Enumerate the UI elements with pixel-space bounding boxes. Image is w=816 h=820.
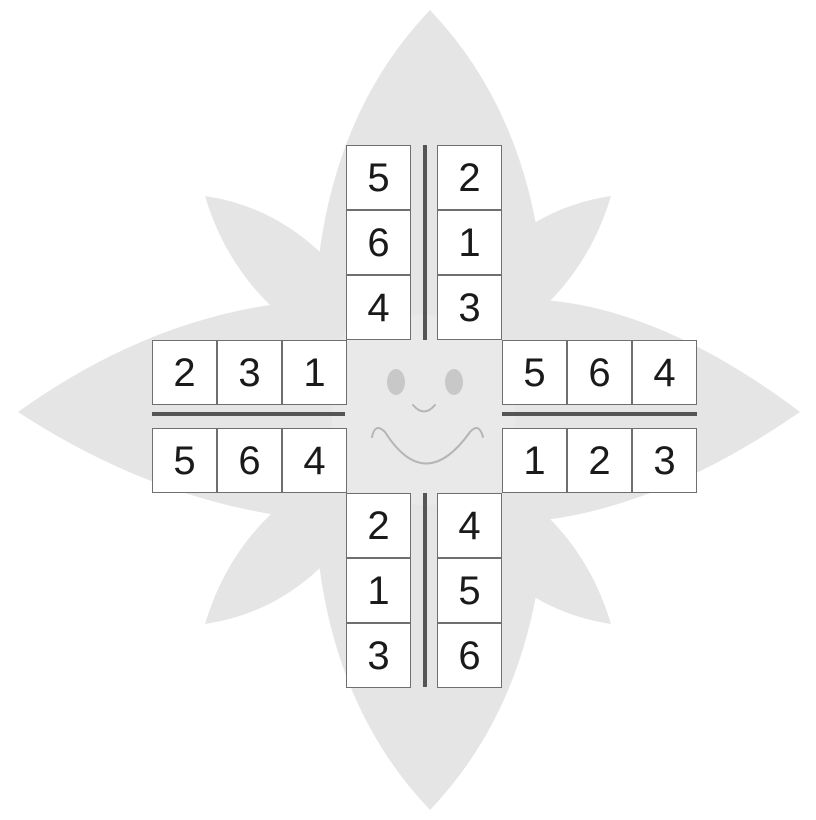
cell-left-lower-1[interactable]: 5 xyxy=(152,428,217,493)
cell-top-left-2[interactable]: 6 xyxy=(346,210,411,275)
right-eye xyxy=(445,369,463,395)
cell-right-upper-2[interactable]: 6 xyxy=(567,340,632,405)
cell-top-right-2[interactable]: 1 xyxy=(437,210,502,275)
cell-left-lower-2[interactable]: 6 xyxy=(217,428,282,493)
cell-bottom-right-3[interactable]: 6 xyxy=(437,623,502,688)
cell-left-lower-3[interactable]: 4 xyxy=(282,428,347,493)
cell-top-left-1[interactable]: 5 xyxy=(346,145,411,210)
cell-left-upper-2[interactable]: 3 xyxy=(217,340,282,405)
cell-left-upper-1[interactable]: 2 xyxy=(152,340,217,405)
cell-top-left-3[interactable]: 4 xyxy=(346,275,411,340)
cell-top-right-3[interactable]: 3 xyxy=(437,275,502,340)
cell-right-lower-1[interactable]: 1 xyxy=(502,428,567,493)
flower-petals xyxy=(18,10,800,810)
cell-bottom-right-2[interactable]: 5 xyxy=(437,558,502,623)
cell-bottom-left-1[interactable]: 2 xyxy=(346,493,411,558)
cell-right-lower-3[interactable]: 3 xyxy=(632,428,697,493)
cell-bottom-right-1[interactable]: 4 xyxy=(437,493,502,558)
center-plate xyxy=(332,315,516,505)
cell-right-upper-1[interactable]: 5 xyxy=(502,340,567,405)
cell-left-upper-3[interactable]: 1 xyxy=(282,340,347,405)
cell-right-lower-2[interactable]: 2 xyxy=(567,428,632,493)
cell-top-right-1[interactable]: 2 xyxy=(437,145,502,210)
left-eye xyxy=(387,369,405,395)
cell-bottom-left-3[interactable]: 3 xyxy=(346,623,411,688)
cell-bottom-left-2[interactable]: 1 xyxy=(346,558,411,623)
cell-right-upper-3[interactable]: 4 xyxy=(632,340,697,405)
